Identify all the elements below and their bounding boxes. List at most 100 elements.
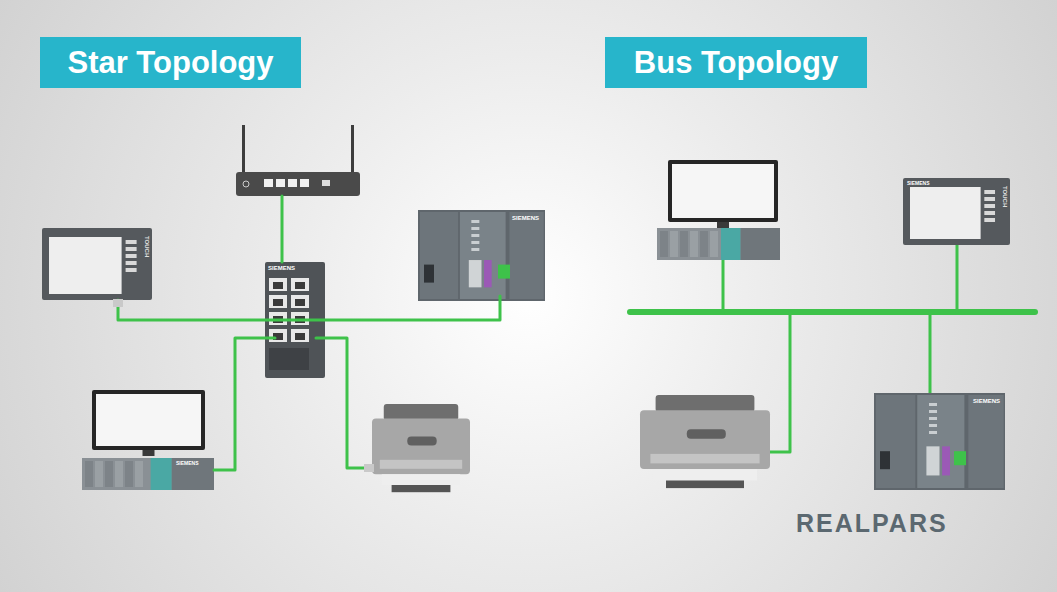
network-cable bbox=[281, 196, 284, 262]
rack-module bbox=[741, 228, 780, 260]
monitor-frame bbox=[668, 160, 778, 222]
switch-port bbox=[269, 295, 287, 308]
hmi-button bbox=[126, 247, 137, 251]
rack-slot bbox=[680, 231, 688, 257]
cable-plug bbox=[113, 299, 123, 307]
printer-tray bbox=[384, 404, 458, 420]
router-antenna bbox=[242, 125, 245, 175]
switch-port bbox=[291, 295, 309, 308]
hmi-button bbox=[984, 197, 995, 201]
router-port bbox=[264, 179, 273, 187]
plc-led bbox=[471, 227, 479, 230]
cable-plug bbox=[364, 464, 374, 472]
monitor-frame bbox=[92, 390, 205, 450]
plc-led bbox=[929, 424, 937, 427]
brand-mark: SIEMENS bbox=[268, 265, 295, 271]
brand-mark: TOUCH bbox=[144, 236, 150, 257]
rack-body bbox=[657, 228, 780, 260]
rack-slot bbox=[125, 461, 133, 487]
router-usb bbox=[322, 180, 330, 186]
hmi-panel bbox=[903, 178, 1010, 245]
network-cable bbox=[929, 312, 932, 393]
plc-port bbox=[469, 260, 482, 287]
switch-port-socket bbox=[273, 282, 283, 289]
printer-display bbox=[687, 429, 726, 439]
plc-led bbox=[929, 431, 937, 434]
network-cable bbox=[118, 296, 500, 320]
rack-slot bbox=[690, 231, 698, 257]
plc-ethernet-plug bbox=[954, 451, 966, 465]
printer-slot bbox=[380, 460, 462, 469]
switch-port bbox=[291, 278, 309, 291]
router-body bbox=[236, 172, 360, 196]
plc-led bbox=[929, 410, 937, 413]
hmi-button bbox=[984, 218, 995, 222]
plc-module bbox=[509, 212, 543, 299]
rack-slot bbox=[700, 231, 708, 257]
rack-slot bbox=[135, 461, 143, 487]
router-port bbox=[288, 179, 297, 187]
plc-port bbox=[926, 446, 939, 475]
title-banner: Star Topology bbox=[40, 37, 301, 88]
plc-terminal bbox=[880, 451, 890, 469]
switch-port bbox=[269, 329, 287, 342]
monitor-screen bbox=[672, 164, 774, 218]
switch-port-socket bbox=[273, 299, 283, 306]
printer-paper bbox=[382, 474, 460, 485]
network-cable bbox=[722, 260, 725, 312]
rack-slot bbox=[710, 231, 718, 257]
network-cable bbox=[630, 309, 1035, 315]
printer-tray bbox=[656, 395, 755, 412]
router-power bbox=[243, 181, 249, 187]
plc-module bbox=[968, 395, 1003, 488]
plc-led bbox=[471, 248, 479, 251]
rack-slot bbox=[660, 231, 668, 257]
watermark: REALPARS bbox=[796, 511, 948, 536]
router-port bbox=[300, 179, 309, 187]
switch-port-socket bbox=[295, 299, 305, 306]
rack-panel bbox=[151, 458, 172, 490]
plc-led bbox=[471, 241, 479, 244]
pc-rack bbox=[82, 458, 214, 490]
rack-body bbox=[82, 458, 214, 490]
printer-body bbox=[640, 410, 770, 469]
plc-ethernet-plug bbox=[498, 265, 510, 279]
rack-slot bbox=[95, 461, 103, 487]
monitor-stand bbox=[143, 450, 155, 456]
hmi-frame bbox=[903, 178, 1010, 245]
hmi-button bbox=[126, 261, 137, 265]
brand-mark: SIEMENS bbox=[176, 461, 199, 466]
switch-port-socket bbox=[295, 333, 305, 340]
plc-rail bbox=[418, 210, 545, 301]
printer-display bbox=[407, 436, 436, 445]
hmi-button bbox=[126, 268, 137, 272]
monitor bbox=[92, 390, 205, 456]
plc-led bbox=[471, 234, 479, 237]
network-cable bbox=[214, 338, 275, 470]
brand-mark: SIEMENS bbox=[973, 398, 1000, 404]
switch-port bbox=[269, 278, 287, 291]
printer-foot bbox=[392, 485, 451, 492]
hmi-button bbox=[126, 240, 137, 244]
plc-profibus-plug bbox=[484, 260, 492, 287]
brand-mark: SIEMENS bbox=[907, 181, 930, 186]
printer bbox=[372, 404, 470, 492]
rack-slot bbox=[85, 461, 93, 487]
rack-module bbox=[172, 458, 214, 490]
monitor-screen bbox=[96, 394, 201, 446]
pc-rack bbox=[657, 228, 780, 260]
plc-profibus-plug bbox=[942, 446, 950, 475]
hmi-button bbox=[984, 190, 995, 194]
plc-led bbox=[929, 417, 937, 420]
rack-slot bbox=[105, 461, 113, 487]
printer bbox=[640, 395, 770, 488]
hmi-button bbox=[126, 254, 137, 258]
monitor-stand bbox=[717, 222, 729, 228]
plc-psu bbox=[420, 212, 458, 299]
plc-rail bbox=[874, 393, 1005, 490]
plc-cpu bbox=[460, 212, 506, 299]
plc bbox=[418, 210, 545, 301]
rack-slot bbox=[115, 461, 123, 487]
